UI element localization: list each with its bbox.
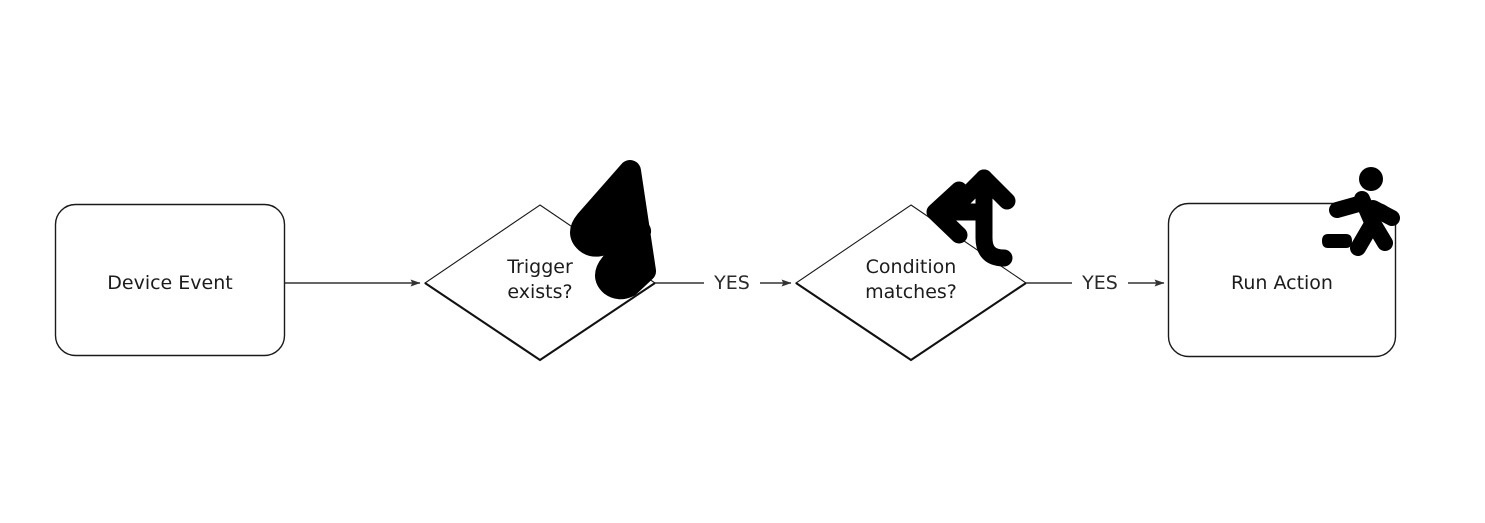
node-run-action[interactable] (1167, 202, 1397, 358)
edge-label-trigger-to-condition: YES (714, 272, 750, 294)
node-trigger-exists-lower-stroke (424, 282, 656, 362)
node-trigger-exists[interactable] (424, 204, 656, 361)
node-device-event[interactable] (54, 203, 286, 357)
edge-label-condition-to-action: YES (1082, 272, 1118, 294)
node-condition-matches[interactable] (795, 204, 1027, 361)
node-condition-matches-lower-stroke (795, 282, 1027, 362)
